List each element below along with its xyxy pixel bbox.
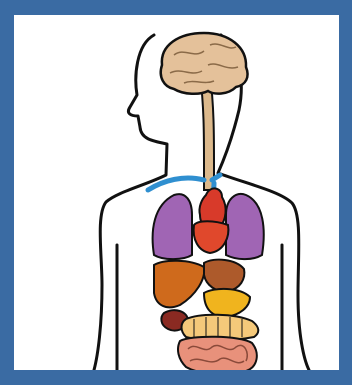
small-intestine (178, 337, 257, 370)
brain (161, 33, 248, 94)
diagram-canvas (14, 15, 339, 370)
human-anatomy-diagram (14, 15, 339, 370)
stomach (204, 260, 244, 292)
